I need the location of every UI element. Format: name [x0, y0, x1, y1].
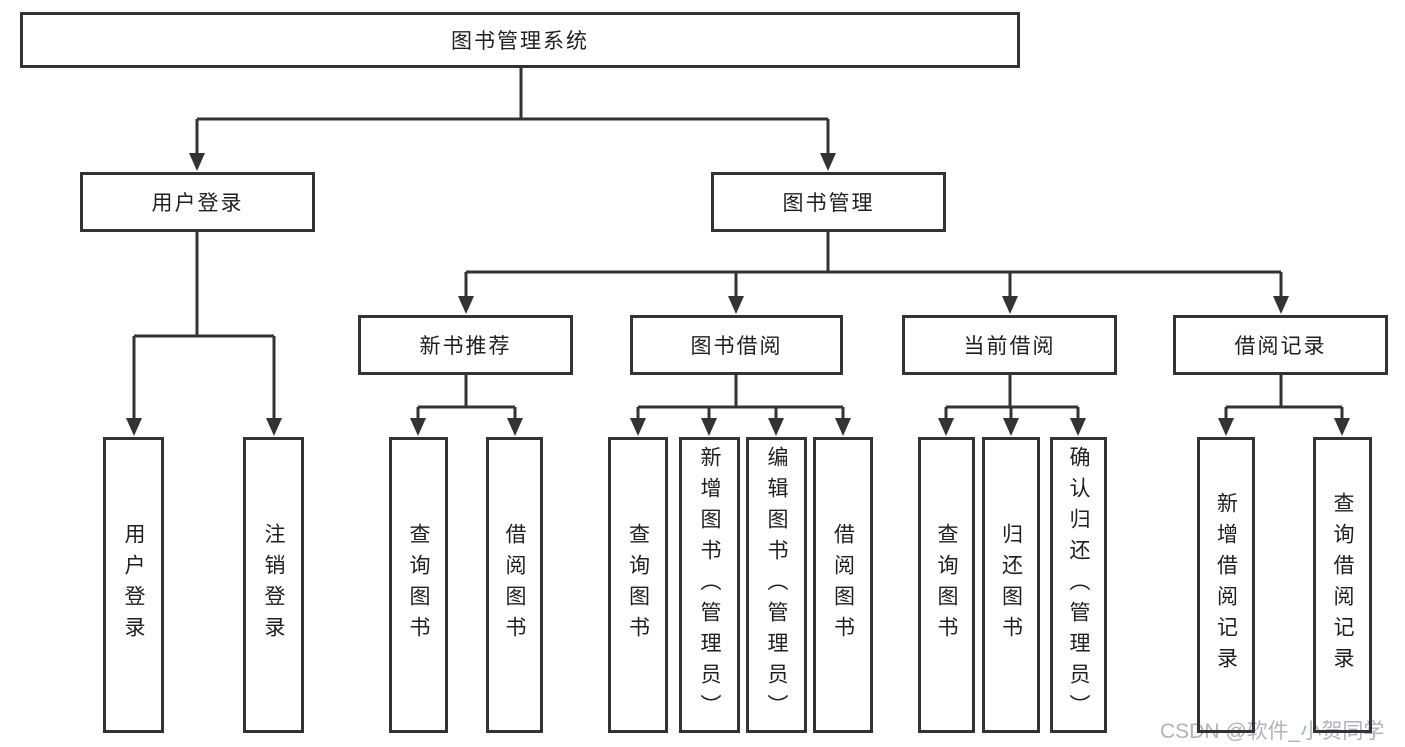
leaf-edit-books-admin-label: 编辑图书（管理员）	[765, 445, 788, 725]
leaf-add-books-admin: 新增图书（管理员）	[679, 437, 740, 733]
leaf-borrow-books-label: 借阅图书	[831, 523, 855, 647]
leaf-query-books-borrow-label: 查询图书	[626, 523, 650, 647]
node-current-borrow: 当前借阅	[902, 315, 1117, 375]
leaf-user-login-label: 用户登录	[122, 523, 145, 647]
node-borrow-records: 借阅记录	[1173, 315, 1388, 375]
node-root-label: 图书管理系统	[451, 30, 589, 53]
leaf-user-login: 用户登录	[103, 437, 164, 733]
node-user-login: 用户登录	[80, 172, 315, 232]
leaf-logout-label: 注销登录	[262, 523, 285, 647]
arrowheads	[126, 153, 1350, 436]
leaf-add-books-admin-label: 新增图书（管理员）	[698, 445, 721, 725]
node-book-borrow: 图书借阅	[630, 315, 843, 375]
leaf-add-borrow-record-label: 新增借阅记录	[1214, 492, 1238, 678]
csdn-watermark: CSDN @软件_小贺同学	[1160, 720, 1385, 743]
leaf-return-books-label: 归还图书	[999, 523, 1023, 647]
leaf-borrow-books-recommend: 借阅图书	[486, 437, 543, 733]
leaf-query-books-current-label: 查询图书	[935, 523, 958, 647]
leaf-query-borrow-record-label: 查询借阅记录	[1331, 492, 1354, 678]
leaf-add-borrow-record: 新增借阅记录	[1197, 437, 1255, 733]
leaf-query-borrow-record: 查询借阅记录	[1313, 437, 1372, 733]
leaf-query-books-recommend: 查询图书	[389, 437, 448, 733]
node-root: 图书管理系统	[20, 12, 1020, 68]
leaf-borrow-books: 借阅图书	[813, 437, 873, 733]
node-user-login-label: 用户登录	[151, 192, 244, 215]
leaf-borrow-books-recommend-label: 借阅图书	[503, 523, 526, 647]
leaf-query-books-current: 查询图书	[918, 437, 975, 733]
leaf-query-books-borrow: 查询图书	[608, 437, 668, 733]
node-new-book-recommend: 新书推荐	[358, 315, 573, 375]
leaf-confirm-return-admin-label: 确认归还（管理员）	[1067, 445, 1090, 725]
node-book-borrow-label: 图书借阅	[690, 335, 783, 358]
node-new-book-recommend-label: 新书推荐	[419, 335, 512, 358]
leaf-confirm-return-admin: 确认归还（管理员）	[1050, 437, 1107, 733]
node-book-management-label: 图书管理	[782, 192, 875, 215]
node-current-borrow-label: 当前借阅	[963, 335, 1056, 358]
leaf-edit-books-admin: 编辑图书（管理员）	[746, 437, 807, 733]
node-book-management: 图书管理	[711, 172, 946, 232]
node-borrow-records-label: 借阅记录	[1234, 335, 1327, 358]
leaf-return-books: 归还图书	[982, 437, 1040, 733]
leaf-query-books-recommend-label: 查询图书	[407, 523, 430, 647]
leaf-logout: 注销登录	[243, 437, 304, 733]
